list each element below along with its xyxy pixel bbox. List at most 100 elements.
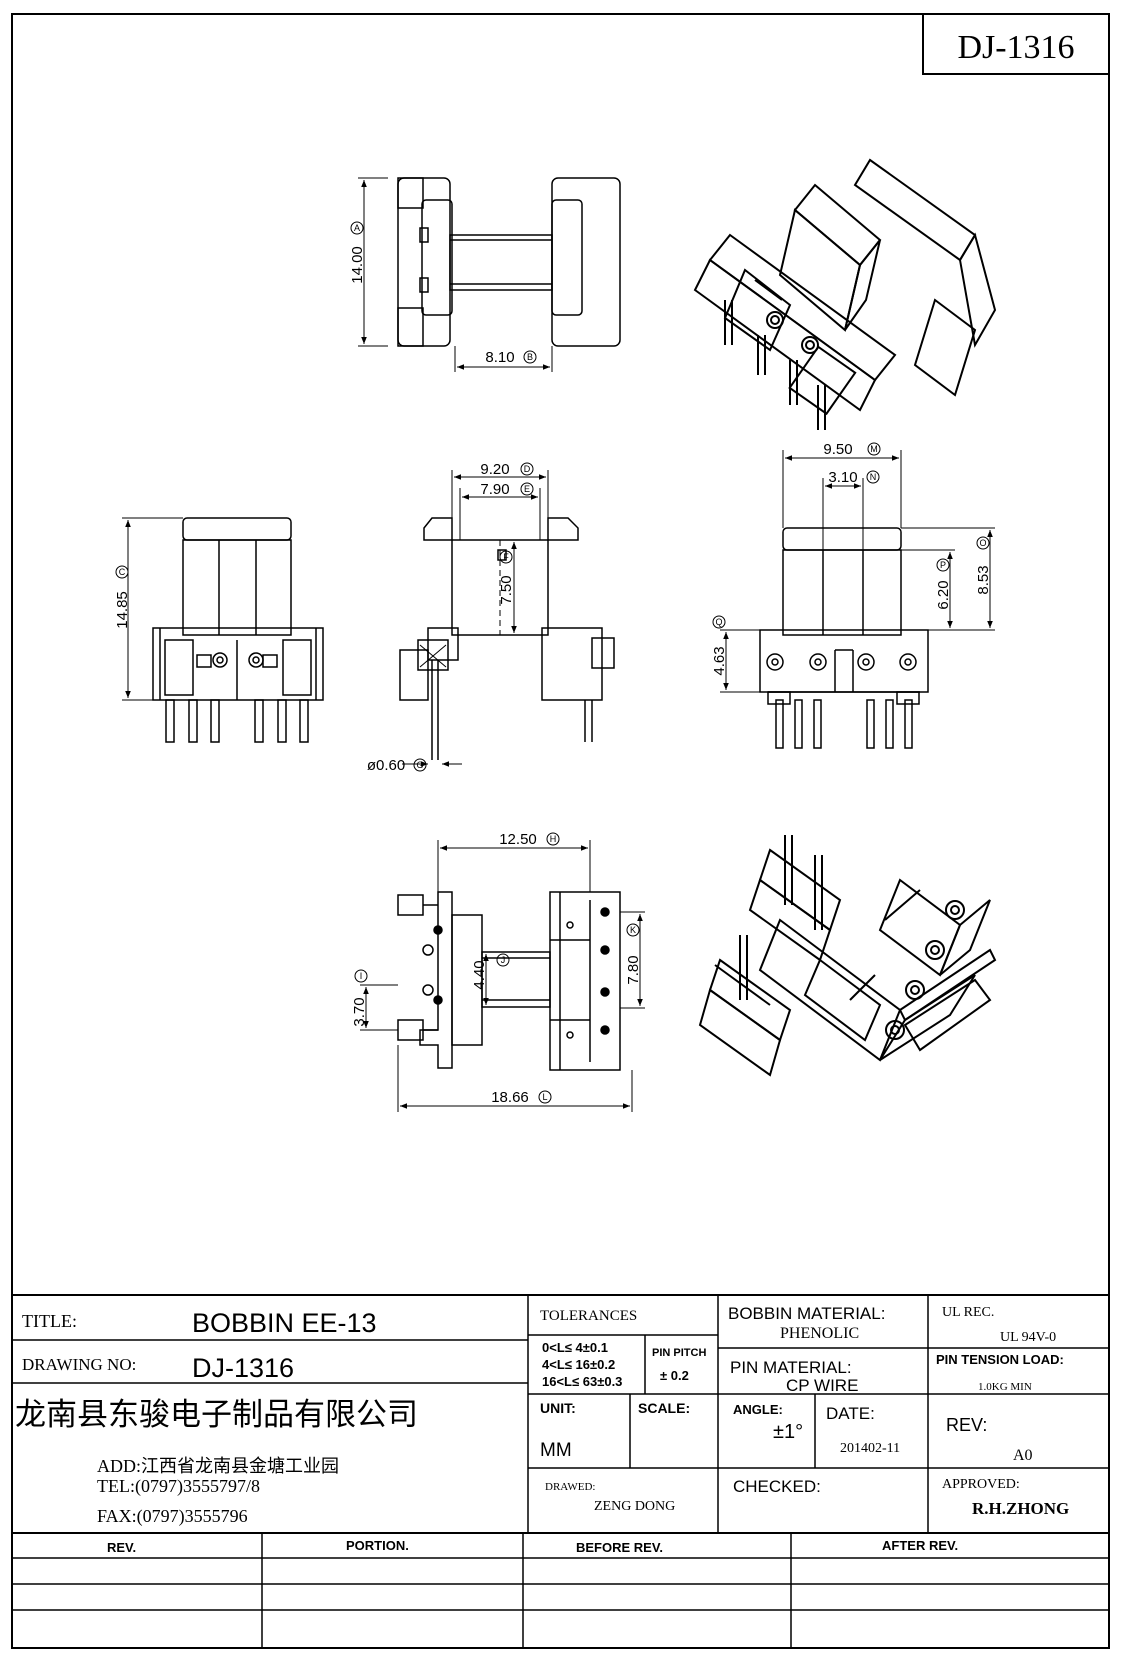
dim-c: 14.85 C	[114, 565, 131, 629]
iso-view-bottom	[698, 835, 997, 1077]
dim-j-value: 4.40	[471, 960, 488, 989]
title-block	[12, 1294, 1109, 1648]
dim-g-value: ø0.60	[367, 757, 405, 774]
ul-rec-value: UL 94V-0	[1000, 1330, 1056, 1345]
dim-h-ref: H	[550, 834, 557, 844]
bottom-view	[360, 840, 645, 1112]
company-tel: TEL:(0797)3555797/8	[97, 1476, 260, 1497]
rev-value: A0	[1013, 1447, 1033, 1464]
drawing-code: DJ-1316	[957, 29, 1074, 66]
dim-m-value: 9.50	[823, 441, 852, 458]
side-view	[720, 450, 995, 749]
dim-b-value: 8.10	[485, 349, 514, 366]
dim-o-value: 8.53	[975, 565, 992, 594]
checked-label: CHECKED:	[733, 1477, 821, 1496]
drawing-code-box: DJ-1316	[922, 13, 1110, 75]
dim-k-value: 7.80	[625, 955, 642, 984]
dim-h-value: 12.50	[499, 831, 537, 848]
dim-n: 3.10 N	[828, 469, 880, 486]
angle-value: ±1°	[773, 1421, 803, 1443]
rev-table-header-rev: REV.	[107, 1540, 136, 1555]
dim-q-value: 4.63	[711, 646, 728, 675]
bobbin-material-value: PHENOLIC	[780, 1325, 859, 1342]
dim-m-ref: M	[870, 444, 878, 454]
dim-d-value: 9.20	[480, 461, 509, 478]
rev-table-header-after: AFTER REV.	[882, 1538, 958, 1553]
dim-m: 9.50 M	[823, 441, 881, 458]
title-label: TITLE:	[22, 1311, 77, 1331]
drawed-value: ZENG DONG	[594, 1499, 675, 1514]
bobbin-material-label: BOBBIN MATERIAL:	[728, 1304, 885, 1323]
dim-b-ref: B	[527, 352, 533, 362]
dim-p-value: 6.20	[935, 580, 952, 609]
dim-e-ref: E	[524, 484, 530, 494]
rev-table-header-portion: PORTION.	[346, 1538, 409, 1553]
dim-n-ref: N	[870, 472, 877, 482]
dim-p: 6.20 P	[935, 558, 952, 610]
dim-k: 7.80 K	[625, 923, 642, 985]
company-address: ADD:江西省龙南县金塘工业园	[97, 1456, 339, 1476]
dim-l-value: 18.66	[491, 1089, 529, 1106]
dim-e-value: 7.90	[480, 481, 509, 498]
dim-q: 4.63 Q	[711, 615, 728, 676]
dim-c-value: 14.85	[114, 591, 131, 629]
tolerances-label: TOLERANCES	[540, 1308, 637, 1324]
dim-j-ref: J	[501, 955, 506, 965]
scale-label: SCALE:	[638, 1400, 690, 1416]
pin-tension-label: PIN TENSION LOAD:	[936, 1352, 1064, 1367]
front-view	[122, 517, 324, 743]
section-view	[399, 470, 615, 767]
dim-f-value: 7.50	[498, 575, 515, 604]
dim-i: 3.70 I	[351, 969, 368, 1027]
unit-value: MM	[540, 1440, 572, 1461]
tolerance-row-1: 0<L≤ 4±0.1	[542, 1340, 608, 1355]
dim-c-ref: C	[119, 567, 126, 577]
rev-table-header-before: BEFORE REV.	[576, 1540, 663, 1555]
pin-pitch-label: PIN PITCH	[652, 1347, 706, 1359]
sheet-border	[11, 13, 1110, 1649]
drawing-no-value: DJ-1316	[192, 1353, 294, 1383]
date-label: DATE:	[826, 1404, 875, 1423]
dim-a-ref: A	[354, 223, 360, 233]
dim-k-ref: K	[630, 925, 636, 935]
iso-view-top	[693, 158, 997, 430]
dim-d-ref: D	[524, 464, 531, 474]
dim-g: ø0.60 G	[367, 757, 427, 774]
top-view	[358, 177, 621, 372]
dim-p-ref: P	[940, 560, 946, 570]
dim-i-value: 3.70	[351, 997, 368, 1026]
dim-d: 9.20 D	[480, 461, 534, 478]
company-fax: FAX:(0797)3555796	[97, 1506, 248, 1527]
drawing-no-label: DRAWING NO:	[22, 1355, 136, 1374]
dim-f-ref: F	[503, 552, 509, 562]
title-value: BOBBIN EE-13	[192, 1308, 377, 1338]
pin-pitch-value: ± 0.2	[660, 1368, 689, 1383]
dim-l-ref: L	[542, 1092, 547, 1102]
dim-o: 8.53 O	[975, 536, 992, 595]
dim-l: 18.66 L	[491, 1089, 552, 1106]
rev-label: REV:	[946, 1415, 987, 1435]
dim-h: 12.50 H	[499, 831, 560, 848]
company-name: 龙南县东骏电子制品有限公司	[15, 1397, 418, 1433]
dim-f: 7.50 F	[498, 550, 515, 605]
dim-j: 4.40 J	[471, 953, 510, 990]
dim-q-ref: Q	[715, 617, 722, 627]
pin-tension-value: 1.0KG MIN	[978, 1381, 1032, 1393]
tolerance-row-3: 16<L≤ 63±0.3	[542, 1374, 622, 1389]
dim-g-ref: G	[416, 760, 423, 770]
dim-a: 14.00 A	[349, 221, 366, 284]
pin-material-label: PIN MATERIAL:	[730, 1358, 852, 1377]
dim-n-value: 3.10	[828, 469, 857, 486]
drawed-label: DRAWED:	[545, 1481, 595, 1493]
unit-label: UNIT:	[540, 1400, 576, 1416]
title-block-text: TITLE: BOBBIN EE-13 DRAWING NO: DJ-1316 …	[15, 1304, 1069, 1555]
ul-rec-label: UL REC.	[942, 1305, 994, 1320]
dim-o-ref: O	[979, 538, 986, 548]
dim-i-ref: I	[360, 971, 363, 981]
dim-e: 7.90 E	[480, 481, 534, 498]
dim-b: 8.10 B	[485, 349, 537, 366]
pin-material-value: CP WIRE	[786, 1376, 858, 1395]
dim-a-value: 14.00	[349, 246, 366, 284]
date-value: 201402-11	[840, 1441, 900, 1456]
